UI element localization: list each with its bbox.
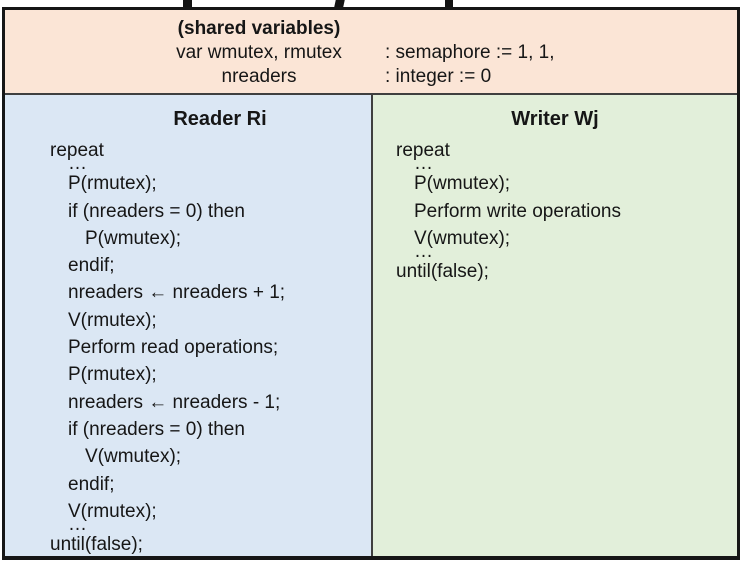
code-line: …	[414, 153, 433, 175]
spacer	[5, 41, 139, 65]
shared-variables-heading: (shared variables)	[177, 18, 341, 39]
code-line: if (nreaders = 0) then	[68, 418, 245, 440]
reader-title: Reader Ri	[173, 108, 267, 130]
spacer	[5, 65, 139, 89]
pseudocode-board: (shared variables) var wmutex, rmutex : …	[2, 7, 740, 560]
spacer	[5, 17, 139, 41]
code-line: …	[68, 514, 87, 536]
variable-names: nreaders	[221, 66, 297, 87]
code-line: repeat	[396, 140, 450, 161]
writer-title: Writer Wj	[511, 108, 599, 130]
reader-pseudocode: repeat … P(rmutex); if (nreaders = 0) th…	[5, 137, 371, 558]
code-line: V(wmutex);	[414, 227, 511, 249]
code-line: V(rmutex);	[68, 309, 157, 331]
code-line: …	[68, 153, 87, 175]
code-line: if (nreaders = 0) then	[68, 200, 245, 222]
code-line: P(rmutex);	[68, 364, 157, 386]
process-columns: Reader Ri repeat … P(rmutex); if (nreade…	[5, 95, 737, 556]
code-line: Perform write operations	[414, 200, 621, 222]
writer-panel: Writer Wj repeat … P(wmutex); Perform wr…	[373, 95, 737, 556]
code-line: P(wmutex);	[85, 227, 182, 249]
code-line: nreaders ← nreaders + 1;	[68, 282, 286, 304]
code-line: V(rmutex);	[68, 500, 157, 522]
code-line: endif;	[68, 473, 115, 495]
variable-names: var wmutex, rmutex	[176, 42, 342, 63]
code-line: …	[414, 241, 433, 263]
shared-variables-panel: (shared variables) var wmutex, rmutex : …	[5, 10, 737, 95]
code-line: P(rmutex);	[68, 173, 157, 195]
reader-panel: Reader Ri repeat … P(rmutex); if (nreade…	[5, 95, 373, 556]
code-line: repeat	[50, 140, 104, 161]
code-line: P(wmutex);	[414, 173, 511, 195]
cropped-title-descender	[334, 0, 345, 7]
spacer	[379, 17, 737, 41]
writer-pseudocode: repeat … P(wmutex); Perform write operat…	[373, 137, 737, 285]
cropped-title-descender	[183, 0, 192, 7]
code-line: until(false);	[396, 261, 489, 283]
code-line: nreaders ← nreaders - 1;	[68, 391, 281, 413]
variable-declaration: : integer := 0	[385, 66, 492, 87]
code-line: Perform read operations;	[68, 337, 279, 359]
code-line: endif;	[68, 255, 115, 277]
cropped-title-descender	[445, 0, 453, 7]
code-line: until(false);	[50, 534, 143, 556]
code-line: V(wmutex);	[85, 446, 182, 468]
variable-declaration: : semaphore := 1, 1,	[385, 42, 555, 63]
